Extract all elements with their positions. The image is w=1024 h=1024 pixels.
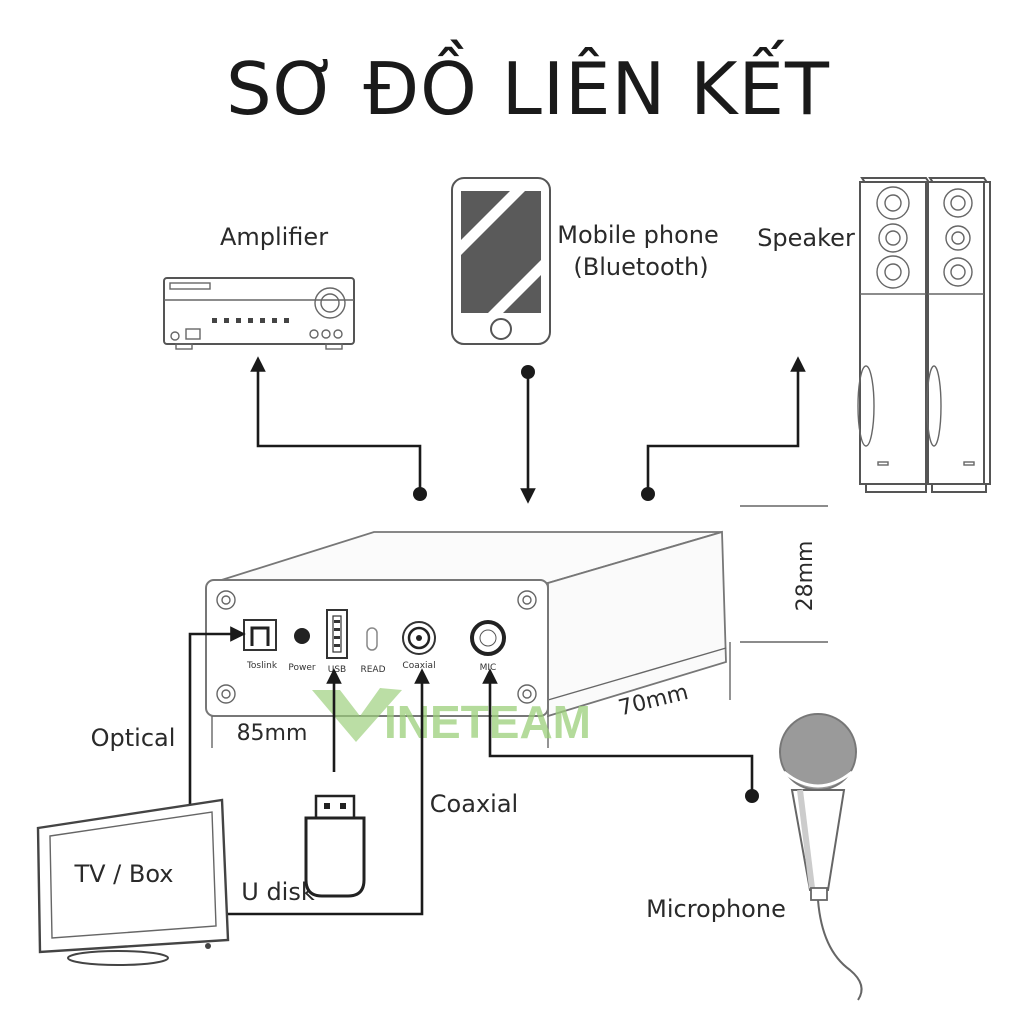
width-dimension-label: 85mm <box>237 721 308 746</box>
amplifier-connection <box>250 356 427 501</box>
amplifier-label: Amplifier <box>220 223 328 251</box>
speaker-label: Speaker <box>757 224 855 252</box>
microphone-label: Microphone <box>646 895 786 923</box>
coaxial-connection <box>190 668 430 916</box>
u-disk-label: U disk <box>241 878 315 906</box>
microphone-connection <box>482 668 759 803</box>
toslink-port-label: Toslink <box>246 661 278 671</box>
mic-port <box>470 620 506 656</box>
tv-box-label: TV / Box <box>73 860 173 888</box>
mobile-phone-label: Mobile phone <box>557 221 718 249</box>
toslink-port <box>243 619 277 651</box>
coaxial-port-label: Coaxial <box>402 661 435 671</box>
usb-flash-drive-icon <box>304 794 366 898</box>
coaxial-label: Coaxial <box>430 790 518 818</box>
usb-port <box>326 609 348 659</box>
dac-converter-box <box>205 530 727 718</box>
height-dimension-label: 28mm <box>793 541 818 612</box>
amplifier-icon <box>163 277 355 350</box>
speaker-connection <box>641 356 806 501</box>
usb-label: USB <box>328 665 346 675</box>
tv-icon <box>36 798 230 966</box>
microphone-icon <box>779 713 863 1001</box>
watermark-text: INETEAM <box>384 696 591 748</box>
mobile-phone-icon <box>451 177 551 345</box>
read-led <box>366 627 378 651</box>
bluetooth-connection <box>520 365 536 504</box>
coaxial-port <box>402 621 436 655</box>
optical-label: Optical <box>91 724 176 752</box>
power-led <box>294 628 310 644</box>
page-title: SƠ ĐỒ LIÊN KẾT <box>226 40 830 131</box>
height-dimension <box>740 505 828 643</box>
depth-dimension <box>547 642 731 748</box>
power-label: Power <box>288 663 316 673</box>
speaker-icon <box>857 177 991 493</box>
mic-port-label: MIC <box>480 663 497 673</box>
bluetooth-label: (Bluetooth) <box>573 253 708 281</box>
read-label: READ <box>360 665 385 675</box>
